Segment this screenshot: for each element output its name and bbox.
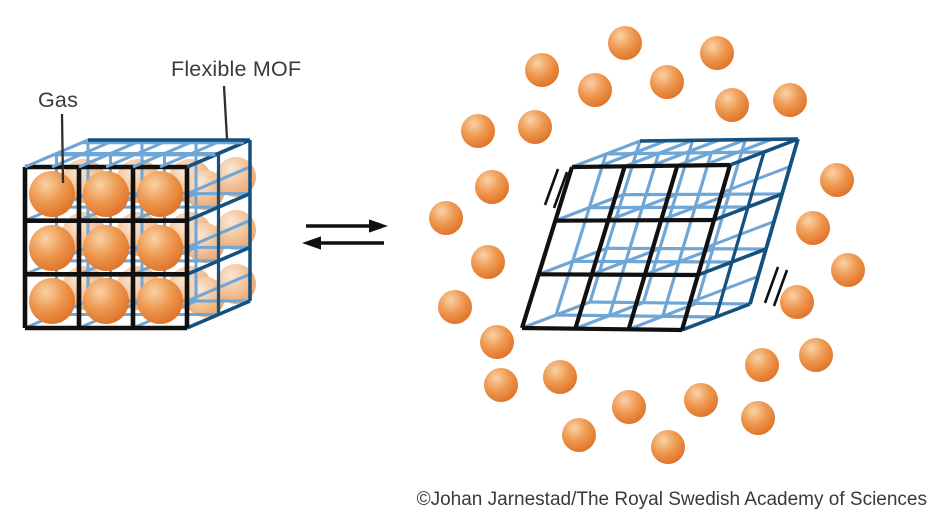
left-top-face — [24, 138, 251, 169]
gas-sphere — [820, 163, 854, 197]
gas-sphere — [29, 225, 75, 271]
flexible-mof-label: Flexible MOF — [171, 57, 302, 81]
gas-sphere — [578, 73, 612, 107]
gas-sphere — [715, 88, 749, 122]
gas-sphere — [484, 368, 518, 402]
right-side-face — [639, 137, 800, 332]
left-front-gas-spheres — [29, 171, 183, 324]
gas-sphere — [831, 253, 865, 287]
gas-sphere — [745, 348, 779, 382]
gas-sphere — [137, 278, 183, 324]
right-front-frame — [519, 162, 733, 333]
arrow-left-head — [302, 236, 321, 250]
free-gas-spheres — [429, 26, 865, 464]
gas-sphere — [216, 264, 256, 304]
gas-sphere — [471, 245, 505, 279]
gas-sphere — [29, 171, 75, 217]
gas-sphere — [83, 225, 129, 271]
gas-sphere — [475, 170, 509, 204]
gas-sphere — [438, 290, 472, 324]
left-mof-structure — [22, 138, 256, 331]
gas-sphere — [525, 53, 559, 87]
shake-marks — [543, 168, 789, 307]
gas-sphere — [608, 26, 642, 60]
gas-sphere — [137, 225, 183, 271]
left-front-frame — [22, 164, 190, 331]
gas-sphere — [83, 171, 129, 217]
gas-sphere — [684, 383, 718, 417]
gas-sphere — [543, 360, 577, 394]
gas-sphere — [461, 114, 495, 148]
right-mof-structure — [519, 137, 800, 333]
credit-text: ©Johan Jarnestad/The Royal Swedish Acade… — [416, 489, 927, 510]
gas-sphere — [799, 338, 833, 372]
gas-sphere — [651, 430, 685, 464]
arrow-right-head — [369, 219, 388, 233]
label-pointer-lines — [60, 85, 229, 184]
gas-sphere — [29, 278, 75, 324]
gas-sphere — [562, 418, 596, 452]
gas-sphere — [650, 65, 684, 99]
gas-sphere — [741, 401, 775, 435]
gas-sphere — [518, 110, 552, 144]
gas-sphere — [773, 83, 807, 117]
gas-sphere — [780, 285, 814, 319]
gas-sphere — [216, 210, 256, 250]
gas-sphere — [480, 325, 514, 359]
gas-label: Gas — [38, 88, 79, 112]
equilibrium-arrows — [302, 219, 388, 250]
gas-sphere — [429, 201, 463, 235]
gas-sphere — [796, 211, 830, 245]
gas-sphere — [700, 36, 734, 70]
gas-sphere — [612, 390, 646, 424]
left-side-face — [186, 138, 252, 330]
gas-sphere — [83, 278, 129, 324]
gas-sphere — [137, 171, 183, 217]
